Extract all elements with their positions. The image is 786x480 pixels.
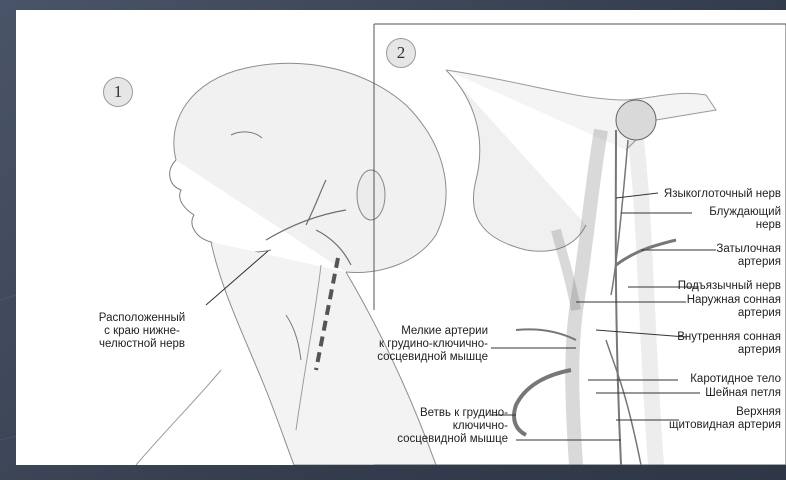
panel-2-badge: 2 <box>386 38 416 68</box>
ansa-cervicalis <box>606 340 641 465</box>
label-occipital-artery: Затылочная артерия <box>681 243 781 269</box>
label-hypoglossal-nerve: Подъязычный нерв <box>641 280 781 293</box>
label-carotid-body: Каротидное тело <box>641 373 781 386</box>
label-internal-carotid-artery: Внутренняя сонная артерия <box>641 331 781 357</box>
mastoid-process <box>616 100 656 140</box>
panel-1-badge: 1 <box>103 77 133 107</box>
label-glossopharyngeal-nerve: Языкоглоточный нерв <box>641 188 781 201</box>
label-mandibular-nerve: Расположенный с краю нижне- челюстной не… <box>82 312 202 351</box>
label-external-carotid-artery: Наружная сонная артерия <box>651 294 781 320</box>
label-superior-thyroid-artery: Верхняя щитовидная артерия <box>641 406 781 432</box>
head-outline <box>174 63 446 272</box>
shoulder-outline <box>136 370 221 465</box>
ear <box>357 170 385 220</box>
label-vagus-nerve: Блуждающий нерв <box>681 206 781 232</box>
superior-thyroid-artery <box>514 370 571 435</box>
label-ansa-cervicalis: Шейная петля <box>641 387 781 400</box>
vagus-nerve <box>616 130 621 465</box>
hypoglossal-nerve <box>611 140 628 295</box>
panel-1-illustration <box>136 63 446 465</box>
label-small-arteries-scm: Мелкие артерии к грудино-ключично- сосце… <box>356 325 488 364</box>
label-branch-scm: Ветвь к грудино- ключично- сосцевидной м… <box>376 407 508 446</box>
anatomy-figure: 1 2 Расположенный с краю нижне- челюстно… <box>16 10 786 465</box>
